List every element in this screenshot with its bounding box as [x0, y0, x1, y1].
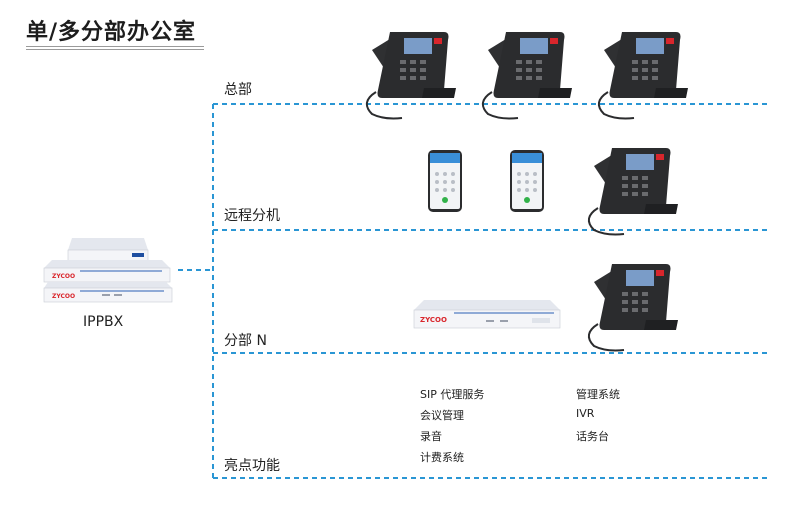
- pbx-logo-text: ZYCOO: [52, 273, 75, 280]
- hq-phone-3: [597, 31, 689, 120]
- hq-phone-2: [481, 31, 573, 120]
- section-label-remote: 远程分机: [224, 208, 280, 224]
- feature-item: SIP 代理服务: [420, 388, 485, 401]
- feature-item: 录音: [420, 430, 442, 443]
- feature-item: 计费系统: [420, 451, 464, 464]
- section-label-hq: 总部: [224, 82, 252, 98]
- feature-item: IVR: [576, 407, 595, 420]
- page-title: 单/多分部办公室: [26, 20, 197, 45]
- pbx-logo-text-2: ZYCOO: [52, 293, 75, 300]
- remote-mobile-2: [510, 150, 544, 212]
- feature-item: 会议管理: [420, 409, 464, 422]
- remote-mobile-1: [428, 150, 462, 212]
- branch-ippbx: ZYCOO: [413, 300, 561, 329]
- section-label-branch: 分部 N: [224, 333, 267, 349]
- remote-phone: [587, 147, 679, 236]
- ippbx-stack: ZYCOO ZYCOO: [43, 238, 173, 303]
- section-label-features: 亮点功能: [224, 458, 280, 474]
- title-underline: [26, 46, 204, 47]
- hq-phone-1: [365, 31, 457, 120]
- feature-item: 话务台: [576, 430, 609, 443]
- ippbx-label: IPPBX: [83, 314, 124, 330]
- branch-phone: [587, 263, 679, 352]
- branch-logo-text: ZYCOO: [420, 316, 447, 324]
- feature-item: 管理系统: [576, 388, 620, 401]
- title-underline-2: [26, 49, 204, 50]
